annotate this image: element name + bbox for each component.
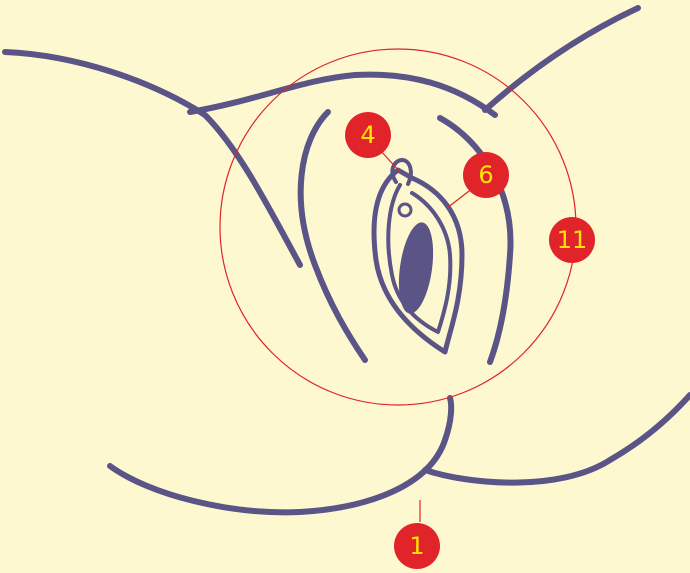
right-groin-line bbox=[485, 8, 638, 110]
left-buttock-line bbox=[110, 398, 451, 512]
left-groin-line bbox=[5, 52, 300, 265]
callout-badge-6: 6 bbox=[463, 152, 509, 198]
callout-region-circle bbox=[220, 49, 576, 405]
leader-line-6 bbox=[447, 188, 473, 208]
callout-badge-4: 4 bbox=[345, 112, 391, 158]
badge-label: 6 bbox=[478, 161, 493, 189]
right-buttock-line bbox=[425, 395, 690, 483]
body-outline bbox=[5, 8, 690, 512]
callout-badge-11: 11 bbox=[549, 217, 595, 263]
upper-pubic-contour bbox=[190, 75, 495, 115]
urethral-opening bbox=[399, 204, 411, 216]
vulva-detail bbox=[374, 160, 462, 352]
badge-label: 1 bbox=[409, 532, 424, 560]
badge-label: 11 bbox=[557, 226, 588, 254]
badge-label: 4 bbox=[360, 121, 375, 149]
callout-badge-1: 1 bbox=[394, 523, 440, 569]
